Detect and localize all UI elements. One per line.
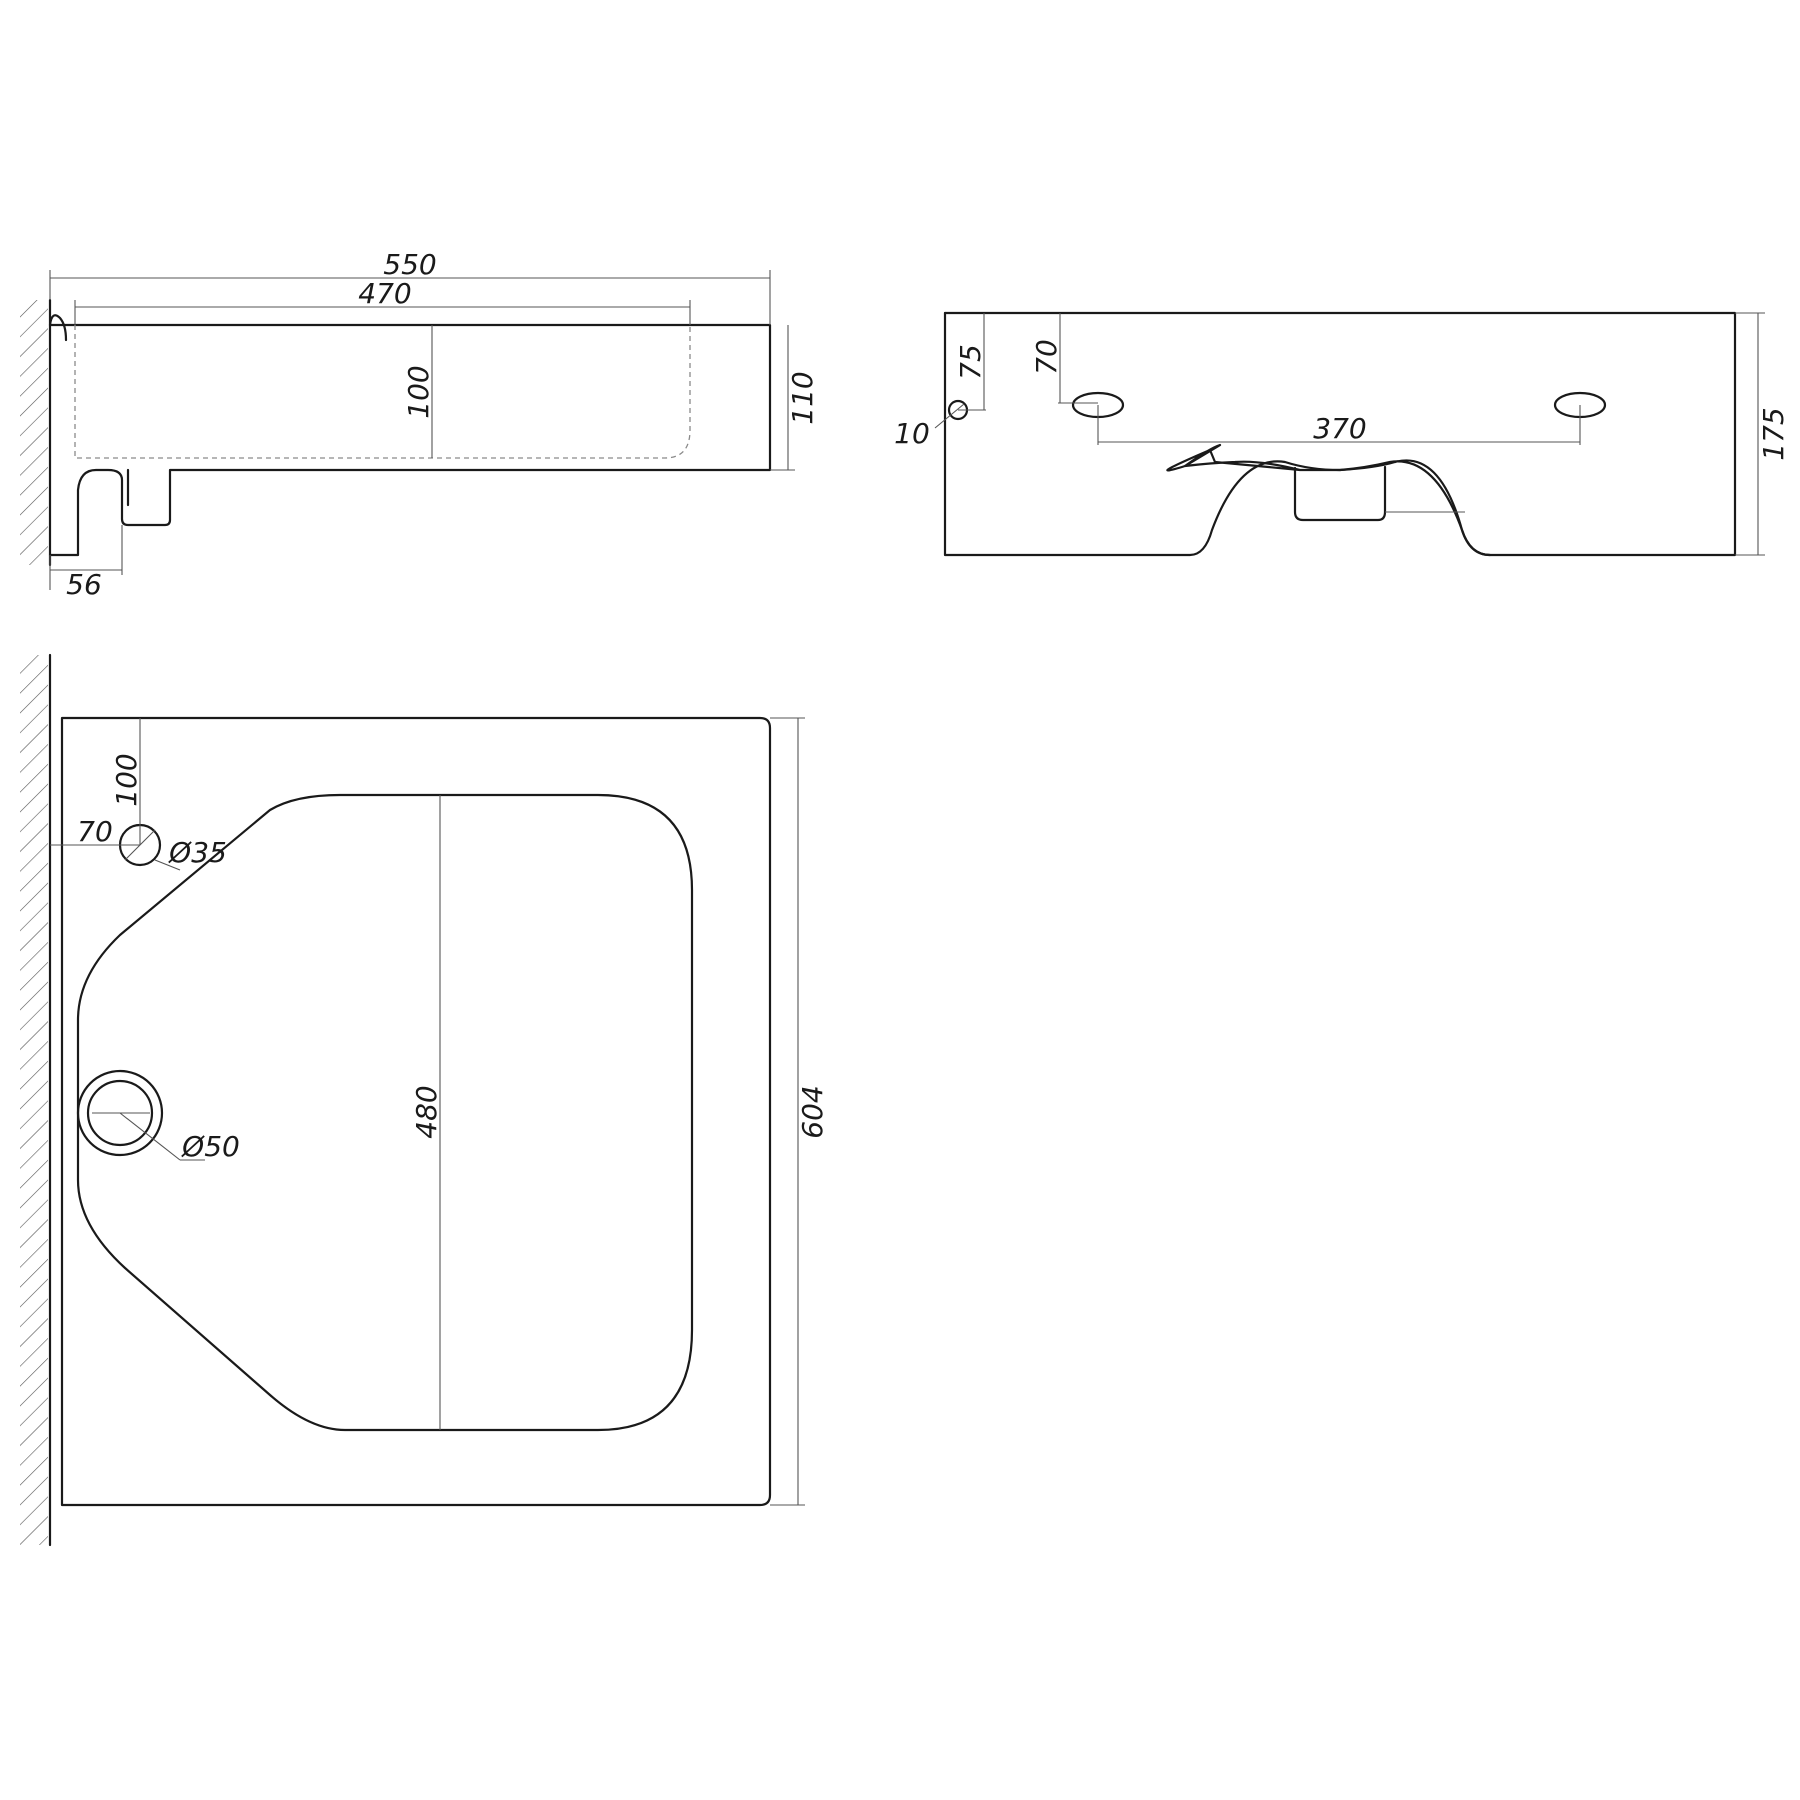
dim-small-hole: 10 — [894, 417, 930, 450]
basin-top-outline — [60, 716, 772, 1507]
dim-hole-spacing: 370 — [1313, 412, 1366, 445]
wall-hatch — [20, 655, 48, 1545]
basin-side-outline — [48, 323, 772, 557]
top-view: 100 70 Ø35 Ø50 480 604 — [20, 653, 829, 1547]
dim-front-height: 175 — [1757, 407, 1790, 460]
dim-leader-50-tail — [119, 1112, 181, 1161]
drain-outer — [76, 1069, 164, 1157]
dim-hole-from-wall: 70 — [77, 815, 113, 848]
drain-inner — [86, 1079, 154, 1147]
bowl-hidden-contour — [74, 325, 691, 459]
basin-front-body — [943, 311, 1492, 557]
wall-hatch — [20, 300, 48, 565]
dim-leader-35 — [124, 829, 156, 861]
dim-leader-35-tail — [154, 859, 181, 871]
overflow-lip — [48, 314, 68, 342]
dim-drain-diameter: Ø50 — [181, 1130, 240, 1163]
dim-bowl-width: 470 — [358, 277, 411, 310]
dim-hole-offset-75: 75 — [954, 344, 987, 380]
dim-hole-offset-70: 70 — [1030, 339, 1063, 375]
basin-front-outline — [943, 311, 1737, 557]
dim-overall-width: 550 — [383, 248, 436, 281]
dim-bowl-length: 480 — [410, 1085, 443, 1138]
dim-leader-10 — [934, 403, 965, 429]
front-cutout-inner — [1293, 465, 1387, 522]
dim-total-height: 110 — [786, 371, 819, 424]
dim-bowl-depth: 100 — [402, 365, 435, 418]
side-view: 550 470 100 110 56 — [20, 248, 819, 601]
dim-bracket-offset: 56 — [66, 568, 102, 601]
dim-hole-from-top: 100 — [110, 753, 143, 806]
front-view: 370 75 70 10 175 — [894, 311, 1790, 557]
bowl-outline — [76, 793, 694, 1432]
dim-overall-depth: 604 — [796, 1085, 829, 1138]
dim-small-hole-diameter: Ø35 — [168, 836, 227, 869]
